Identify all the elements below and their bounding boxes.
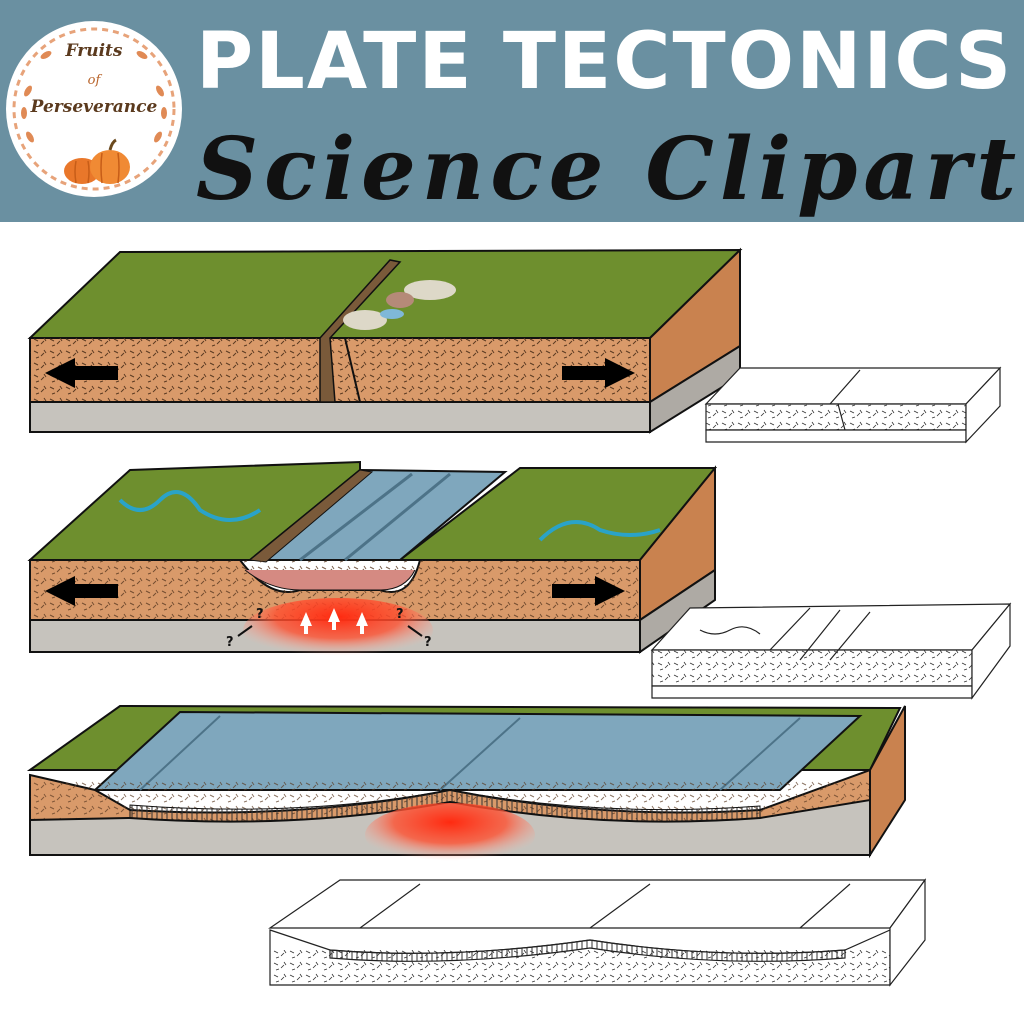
diagram-ocean-basin — [26, 704, 906, 867]
arrow-left-icon — [45, 358, 118, 388]
diagram-ocean-basin-outline — [268, 878, 927, 987]
page-subtitle: Science Clipart — [196, 119, 1023, 220]
illustrations: ? ? ? ? — [26, 247, 1012, 987]
diagram-continental-rift — [27, 247, 743, 434]
pumpkin-icon — [64, 138, 130, 184]
logo-text-perseverance: Perseverance — [30, 97, 158, 117]
arrow-up-icon — [300, 608, 368, 634]
diagram-continental-rift-outline — [704, 366, 1002, 444]
question-mark: ? — [256, 607, 264, 622]
question-mark: ? — [424, 635, 432, 650]
logo-text-fruits: Fruits — [65, 41, 123, 61]
header-banner: Fruits of Perseverance PLATE TECTONICS S… — [0, 0, 1024, 222]
logo-text-of: of — [87, 73, 101, 88]
page-title: PLATE TECTONICS — [196, 17, 1014, 107]
wreath-icon — [12, 27, 176, 191]
question-mark: ? — [226, 635, 234, 650]
brand-logo: Fruits of Perseverance — [6, 21, 182, 197]
arrow-left-icon — [45, 576, 118, 606]
question-mark: ? — [396, 607, 404, 622]
arrow-right-icon — [552, 576, 625, 606]
diagram-rift-valley-outline — [650, 602, 1012, 700]
arrow-right-icon — [562, 358, 635, 388]
diagram-rift-valley: ? ? ? ? — [27, 460, 718, 662]
